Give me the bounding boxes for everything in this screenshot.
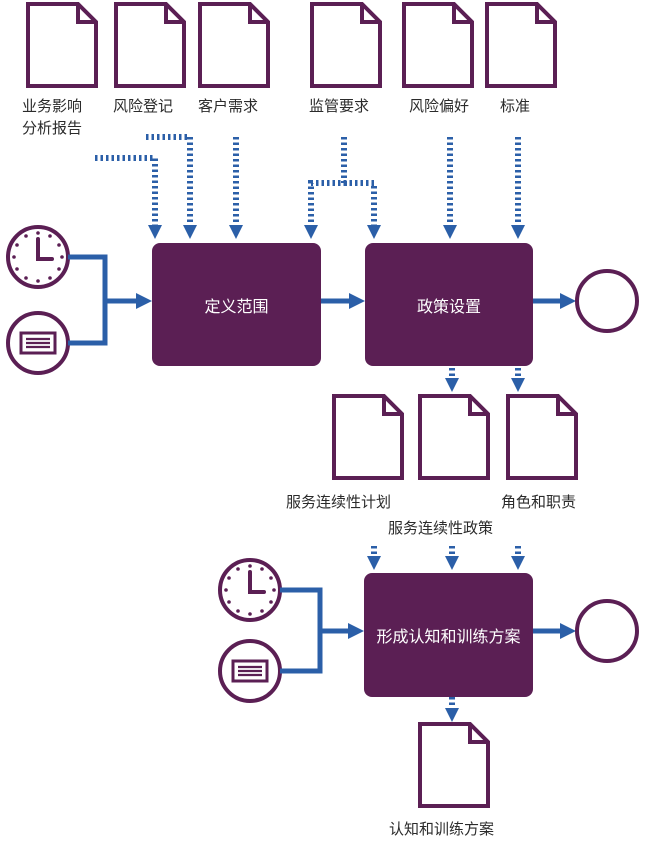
- label-bc-policy: 服务连续性政策: [388, 519, 494, 537]
- doc-awareness-plan-icon: [418, 722, 490, 808]
- label-standards: 标准: [500, 97, 531, 115]
- label-customer-needs: 客户需求: [198, 97, 259, 115]
- doc-risk-appetite-icon: [402, 2, 474, 88]
- label-roles: 角色和职责: [501, 493, 577, 511]
- screen-icon-2: [218, 639, 282, 703]
- process-awareness-training: 形成认知和训练方案: [364, 573, 533, 697]
- label-awareness-plan: 认知和训练方案: [389, 820, 495, 838]
- connector-bia: [95, 155, 158, 225]
- doc-roles-icon: [506, 394, 578, 480]
- process-define-scope: 定义范围: [152, 243, 321, 366]
- connector-regulatory-left: [308, 137, 347, 225]
- label-regulatory: 监管要求: [309, 97, 370, 115]
- doc-bc-policy-icon: [418, 394, 490, 480]
- doc-customer-needs-icon: [198, 2, 270, 88]
- label-risk-appetite: 风险偏好: [409, 97, 470, 115]
- doc-bia-icon: [26, 2, 98, 88]
- process-awareness-training-label: 形成认知和训练方案: [376, 627, 521, 646]
- process-define-scope-label: 定义范围: [204, 296, 269, 316]
- doc-regulatory-icon: [310, 2, 382, 88]
- connector-regulatory-right: [344, 180, 377, 225]
- end-event-icon-2: [575, 599, 639, 663]
- label-bia-line2: 分析报告: [22, 119, 83, 137]
- label-bia-line1: 业务影响: [22, 97, 83, 115]
- end-event-icon: [575, 269, 639, 333]
- label-bc-plan: 服务连续性计划: [286, 493, 392, 511]
- screen-icon: [6, 311, 70, 375]
- clock-icon: [6, 225, 70, 289]
- process-policy-setting-label: 政策设置: [416, 296, 481, 316]
- label-risk-register: 风险登记: [113, 97, 174, 115]
- doc-bc-plan-icon: [332, 394, 404, 480]
- doc-standards-icon: [485, 2, 557, 88]
- clock-icon-2: [218, 558, 282, 622]
- doc-risk-register-icon: [114, 2, 186, 88]
- process-policy-setting: 政策设置: [365, 243, 533, 366]
- connector-risk-register: [146, 134, 193, 225]
